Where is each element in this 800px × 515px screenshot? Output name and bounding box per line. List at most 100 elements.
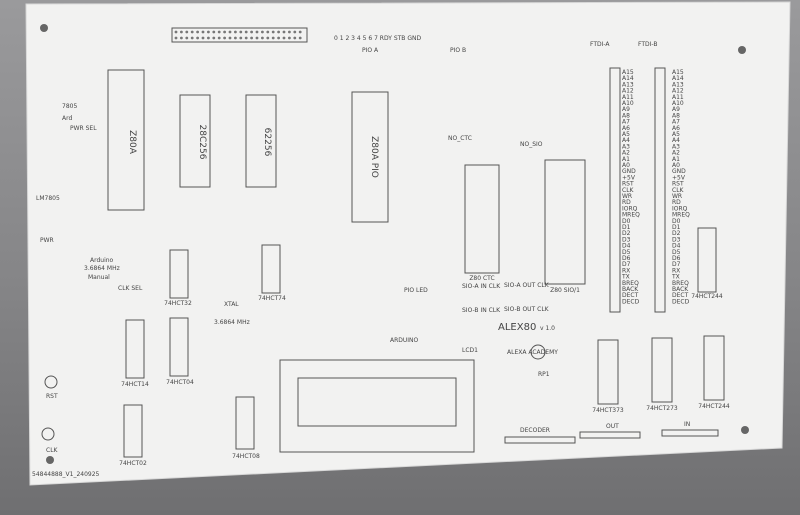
bus-label: D0 (622, 218, 631, 225)
bus-label: A13 (622, 81, 634, 88)
bus-label: RX (672, 267, 680, 274)
bus-label: D5 (622, 249, 631, 256)
mount-hole (741, 426, 749, 434)
svg-text:74HCT74: 74HCT74 (258, 295, 286, 302)
svg-text:NO_CTC: NO_CTC (448, 135, 472, 142)
svg-text:28C256: 28C256 (197, 125, 207, 160)
header-pin (255, 30, 259, 34)
bus-label: A4 (672, 137, 680, 144)
bus-label: A11 (622, 94, 634, 101)
svg-text:74HCT04: 74HCT04 (166, 379, 194, 386)
svg-text:CLK: CLK (46, 447, 59, 454)
svg-text:74HCT244: 74HCT244 (691, 293, 723, 300)
chip-ctc: Z80 CTC (464, 164, 500, 282)
pcb-outline (25, 1, 791, 486)
lcd-outline: LCD1 (279, 347, 478, 453)
bus-label: A8 (622, 112, 630, 119)
svg-text:CLK SEL: CLK SEL (118, 285, 143, 292)
bus-label: A6 (672, 125, 680, 132)
bus-label: DECD (672, 298, 690, 305)
svg-text:LM7805: LM7805 (36, 195, 60, 202)
header-pin (288, 30, 291, 34)
svg-text:ARDUINO: ARDUINO (390, 337, 419, 344)
svg-text:Arduino: Arduino (90, 257, 114, 264)
header-pin (228, 36, 232, 40)
svg-text:PWR SEL: PWR SEL (70, 125, 97, 132)
svg-text:SIO-B IN CLK: SIO-B IN CLK (462, 307, 501, 314)
svg-text:RP1: RP1 (538, 371, 550, 378)
bus-label: RST (672, 181, 684, 188)
header-pin (266, 30, 270, 34)
svg-text:Z80 CTC: Z80 CTC (469, 275, 494, 282)
bus-label: D7 (622, 261, 631, 268)
bus-label: A0 (672, 162, 680, 169)
svg-text:SIO-A IN CLK: SIO-A IN CLK (462, 283, 501, 290)
svg-text:PIO LED: PIO LED (404, 287, 428, 294)
bus-label: A2 (622, 150, 630, 157)
header-pin (250, 30, 254, 34)
bus-label: D3 (672, 236, 681, 243)
svg-text:IN: IN (684, 421, 690, 428)
bus-label: D0 (672, 218, 681, 225)
mount-hole (40, 24, 48, 32)
bus-label: +5V (622, 174, 636, 181)
bus-label: D4 (622, 243, 631, 250)
header-pin (174, 30, 178, 34)
bus-label: DECD (622, 298, 640, 305)
header-pin (185, 36, 189, 40)
bus-label: D7 (672, 261, 681, 268)
header-pin (244, 36, 248, 40)
svg-text:3.6864 MHz: 3.6864 MHz (214, 319, 250, 326)
bus-label: A0 (622, 162, 630, 169)
bus-label: BREQ (672, 280, 689, 287)
bus-label: D6 (622, 255, 631, 262)
svg-text:0 1 2 3 4 5 6 7 RDY STB GND: 0 1 2 3 4 5 6 7 RDY STB GND (334, 35, 421, 42)
svg-text:Ard: Ard (62, 115, 72, 122)
svg-text:62256: 62256 (262, 128, 272, 157)
mount-hole (46, 456, 54, 464)
bus-label: WR (672, 193, 682, 200)
header-pin (234, 30, 237, 34)
bus-label: TX (671, 274, 680, 281)
header-pin (190, 36, 194, 40)
bus-label: CLK (672, 187, 685, 194)
header-pin (217, 30, 221, 34)
header-pin (212, 30, 216, 34)
bus-label: D3 (622, 236, 631, 243)
bus-label: A3 (622, 143, 630, 150)
svg-text:74HCT02: 74HCT02 (119, 460, 147, 467)
bus-label: A8 (672, 112, 680, 119)
svg-text:SIO-B OUT CLK: SIO-B OUT CLK (504, 306, 550, 313)
svg-text:74HCT373: 74HCT373 (592, 407, 624, 414)
bus-label: RD (622, 199, 631, 206)
bus-label: A9 (622, 106, 630, 113)
svg-text:PWR: PWR (40, 237, 54, 244)
svg-text:FTDI-B: FTDI-B (638, 41, 657, 48)
bus-label: A1 (622, 156, 630, 163)
header-pin (185, 30, 189, 34)
header-pin (174, 36, 178, 40)
bus-label: GND (672, 168, 686, 175)
board-title: ALEX80 (498, 322, 536, 333)
bus-label: D2 (622, 230, 631, 237)
svg-text:74HCT08: 74HCT08 (232, 453, 260, 460)
header-pin (277, 30, 280, 34)
header-pin (298, 30, 302, 34)
bus-label: A5 (622, 131, 630, 138)
svg-text:3.6864 MHz: 3.6864 MHz (84, 265, 120, 272)
header-pin (223, 30, 227, 34)
header-pin (201, 36, 205, 40)
header-pin (261, 30, 264, 34)
bus-label: D2 (672, 230, 681, 237)
header-pin (298, 36, 302, 40)
svg-text:NO_SIO: NO_SIO (520, 141, 543, 148)
bus-label: A6 (622, 125, 630, 132)
header-pin (196, 30, 200, 34)
svg-text:74HCT14: 74HCT14 (121, 381, 149, 388)
svg-text:LCD1: LCD1 (462, 347, 478, 354)
bus-label: MREQ (622, 212, 640, 219)
header-pin (180, 36, 183, 40)
svg-text:FTDI-A: FTDI-A (590, 41, 610, 48)
svg-text:7805: 7805 (62, 103, 77, 110)
bus-label: DECT (672, 292, 689, 299)
